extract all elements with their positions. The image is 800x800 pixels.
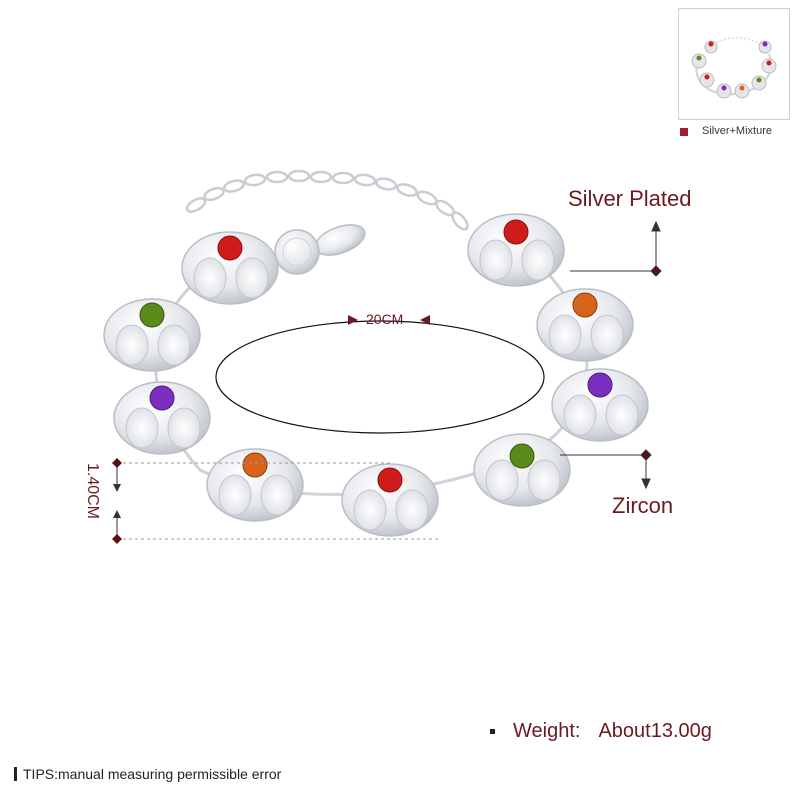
variant-label: Silver+Mixture: [702, 125, 772, 137]
charm-link-6: [473, 433, 571, 507]
length-label: 20CM: [366, 311, 404, 327]
charm-link-8: [536, 288, 634, 362]
charm-link-2: [103, 298, 201, 372]
variant-thumbnail[interactable]: [678, 8, 790, 120]
tips-row: TIPS:manual measuring permissible error: [14, 766, 281, 782]
charm-link-3: [113, 381, 211, 455]
width-measurement: [112, 458, 440, 544]
thumbnail-bracelet-image: [691, 37, 777, 99]
width-label: 1.40CM: [84, 462, 101, 520]
bullet-icon: [490, 729, 495, 734]
charm-links: [103, 213, 649, 537]
length-ellipse: [215, 320, 545, 434]
weight-row: Weight: About13.00g: [490, 720, 712, 743]
silver-plated-pointer: [570, 220, 662, 277]
lobster-clasp: [274, 224, 366, 275]
material-label: Silver Plated: [568, 186, 692, 211]
tips-bar-icon: [14, 767, 17, 781]
extension-chain: [185, 169, 469, 231]
charm-link-1: [181, 231, 279, 305]
tips-text: TIPS:manual measuring permissible error: [23, 766, 282, 782]
weight-label: Weight:: [513, 720, 581, 742]
stone-label: Zircon: [612, 493, 674, 518]
weight-value: About13.00g: [598, 720, 712, 742]
charm-link-4: [206, 448, 304, 522]
length-arrows: [348, 315, 430, 325]
variant-color-swatch[interactable]: [680, 128, 688, 136]
charm-link-9: [467, 213, 565, 287]
zircon-pointer: [560, 449, 652, 490]
charm-link-7: [551, 368, 649, 442]
charm-link-5: [341, 463, 439, 537]
